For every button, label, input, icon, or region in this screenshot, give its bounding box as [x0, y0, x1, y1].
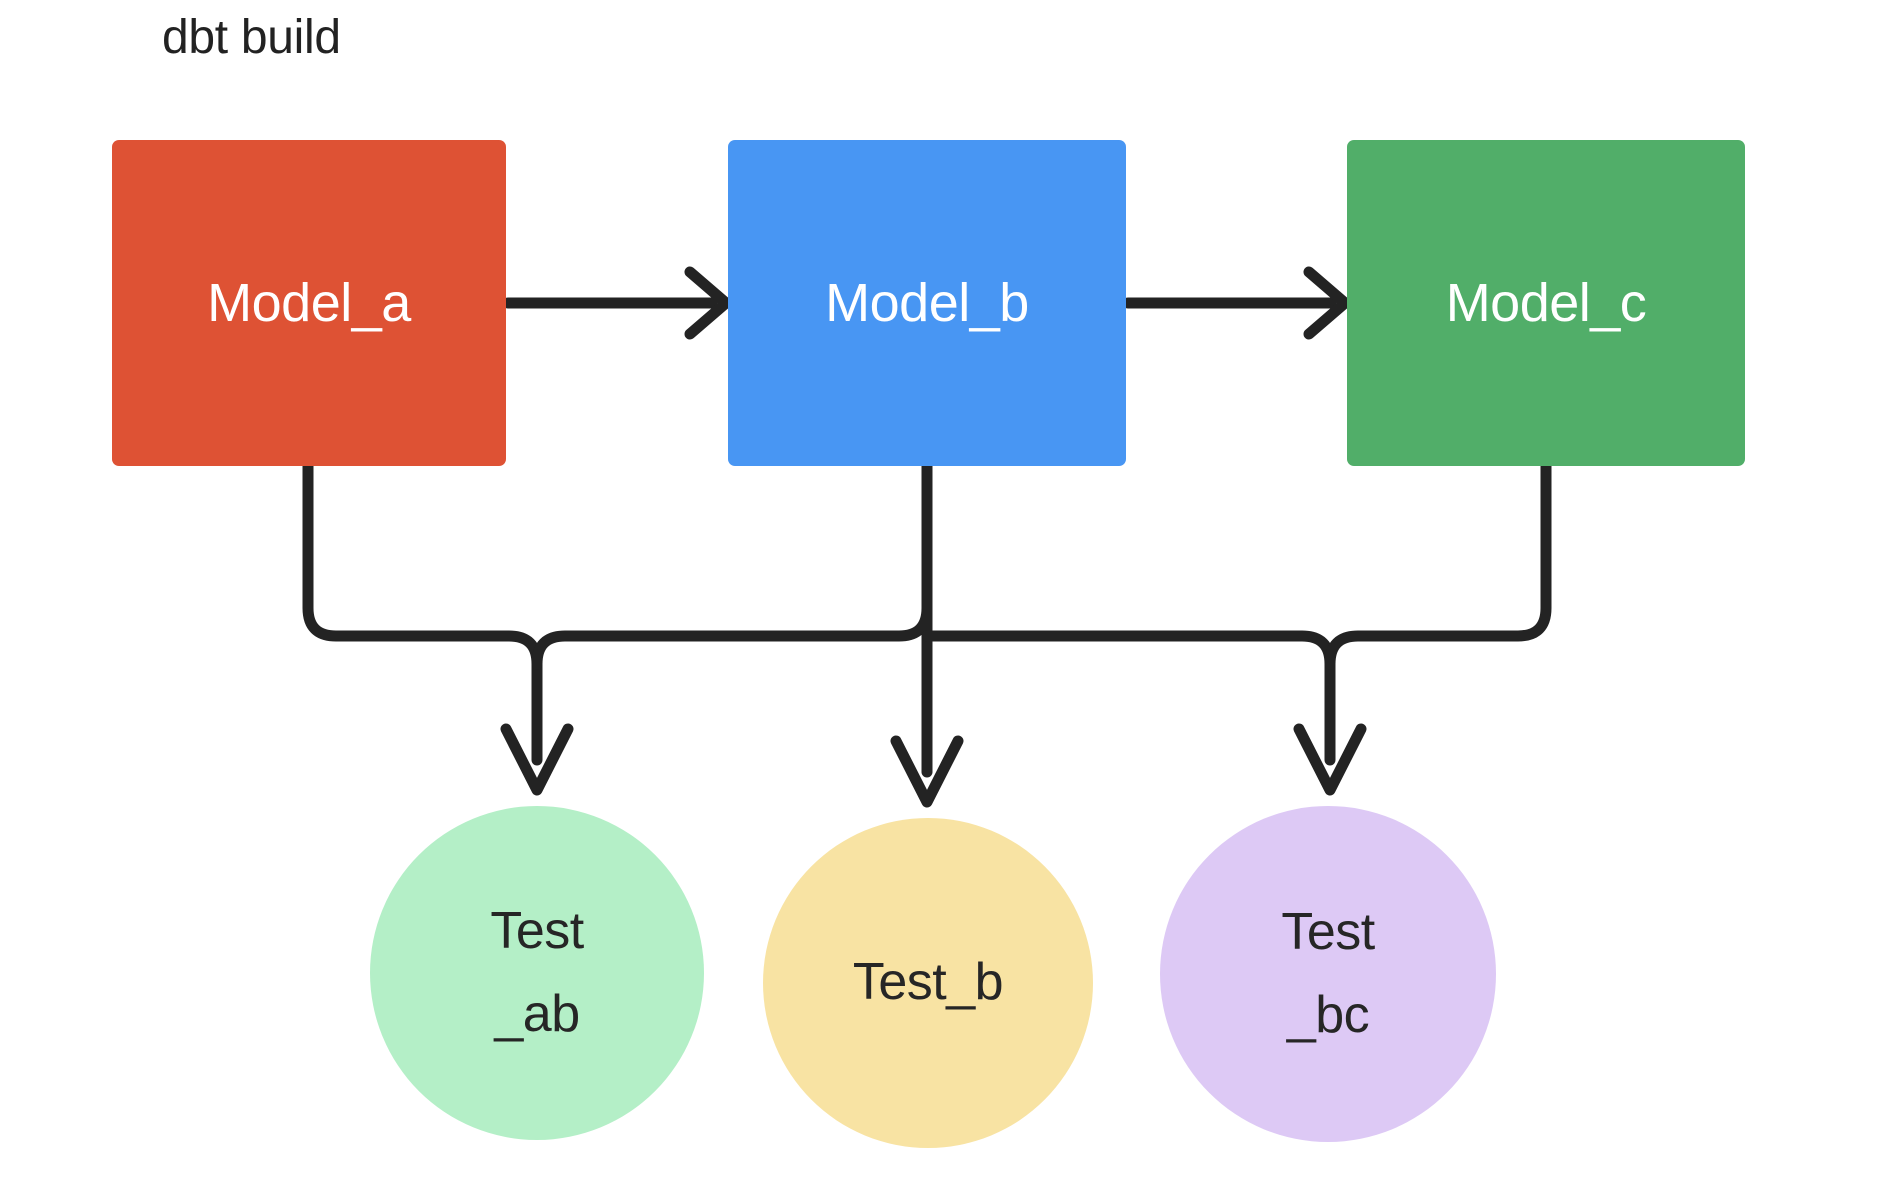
node-model-a[interactable]: Model_a: [112, 140, 506, 466]
edge-model-a-to-test-ab: [302, 460, 574, 796]
node-test-ab[interactable]: Test _ab: [370, 806, 704, 1140]
edge-model-b-to-test-b: [890, 460, 964, 808]
node-model-b[interactable]: Model_b: [728, 140, 1126, 466]
node-test-ab-label: Test _ab: [490, 890, 584, 1056]
node-model-c-label: Model_c: [1445, 272, 1647, 333]
edge-model-a-to-model-b: [502, 266, 732, 340]
node-test-b[interactable]: Test_b: [763, 818, 1093, 1148]
diagram-title: dbt build: [162, 11, 341, 64]
node-test-bc-label: Test _bc: [1281, 891, 1375, 1057]
node-model-c[interactable]: Model_c: [1347, 140, 1745, 466]
node-test-b-label: Test_b: [852, 941, 1004, 1024]
node-test-bc-label-line1: Test: [1281, 902, 1375, 961]
edge-model-c-to-test-bc: [1324, 460, 1552, 670]
node-test-ab-label-line1: Test: [490, 901, 584, 960]
node-test-bc-label-line2: _bc: [1286, 986, 1370, 1044]
node-test-b-label-line1: Test_b: [852, 953, 1004, 1012]
edge-model-b-to-test-ab: [531, 460, 933, 670]
node-test-bc[interactable]: Test _bc: [1160, 806, 1496, 1142]
edge-model-b-to-test-bc: [921, 630, 1367, 796]
node-test-ab-label-line2: _ab: [494, 985, 580, 1043]
edge-model-b-to-model-c: [1122, 266, 1351, 340]
node-model-a-label: Model_a: [207, 272, 411, 333]
node-model-b-label: Model_b: [825, 272, 1029, 333]
